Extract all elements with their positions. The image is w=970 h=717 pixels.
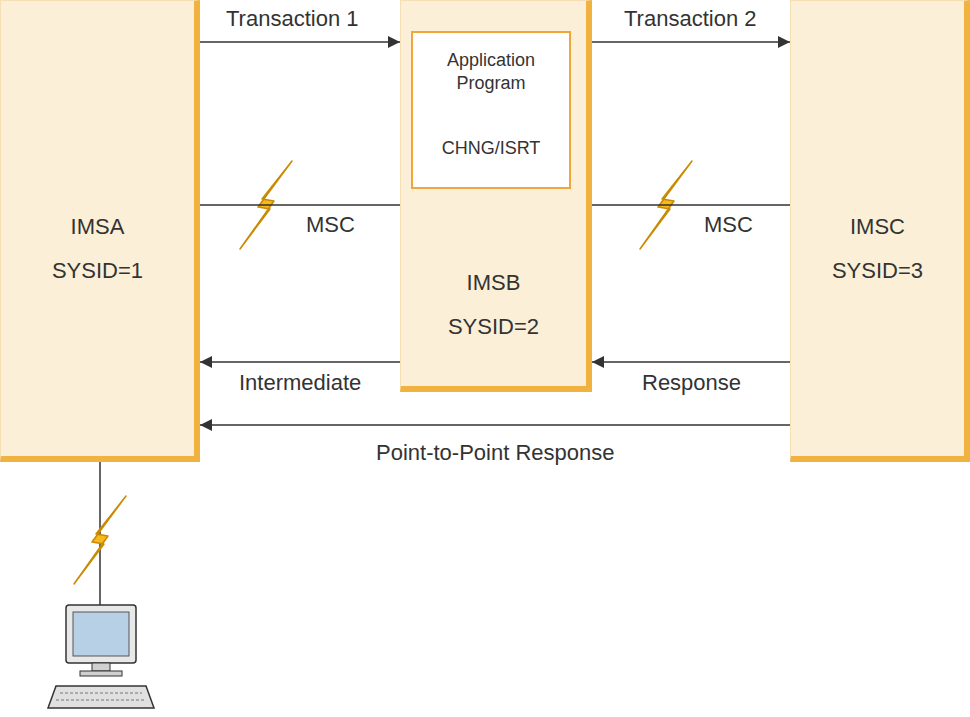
- node-detail: SYSID=2: [401, 313, 586, 341]
- msc-link: [200, 205, 400, 206]
- link-label: MSC: [304, 212, 357, 238]
- message-label: Response: [640, 370, 743, 396]
- system-box: IMSC SYSID=3: [790, 0, 970, 462]
- system-box: IMSB SYSID=2 Application ProgramCHNG/ISRT: [400, 0, 592, 392]
- message-label: Transaction 1: [224, 6, 360, 32]
- node-title: Application Program: [413, 49, 569, 94]
- link-label: MSC: [702, 212, 755, 238]
- lightning-symbol: [74, 496, 126, 584]
- message-label: Point-to-Point Response: [374, 440, 616, 466]
- message-arrow: [200, 419, 790, 431]
- message-arrow: [592, 356, 790, 368]
- node-title: IMSA: [1, 213, 194, 241]
- message-label: Transaction 2: [622, 6, 758, 32]
- node-title: IMSB: [401, 269, 586, 297]
- message-arrow: [592, 36, 790, 48]
- message-arrow: [200, 36, 400, 48]
- msc-link: [592, 205, 790, 206]
- node-detail: SYSID=1: [1, 257, 194, 285]
- node-detail: CHNG/ISRT: [413, 137, 569, 160]
- terminal-line: [99, 462, 101, 605]
- computer-icon: [48, 605, 154, 708]
- system-box: IMSA SYSID=1: [0, 0, 200, 462]
- node-title: IMSC: [791, 213, 964, 241]
- message-arrow: [200, 356, 400, 368]
- message-label: Intermediate: [237, 370, 363, 396]
- node-detail: SYSID=3: [791, 257, 964, 285]
- program-box: Application ProgramCHNG/ISRT: [411, 31, 571, 189]
